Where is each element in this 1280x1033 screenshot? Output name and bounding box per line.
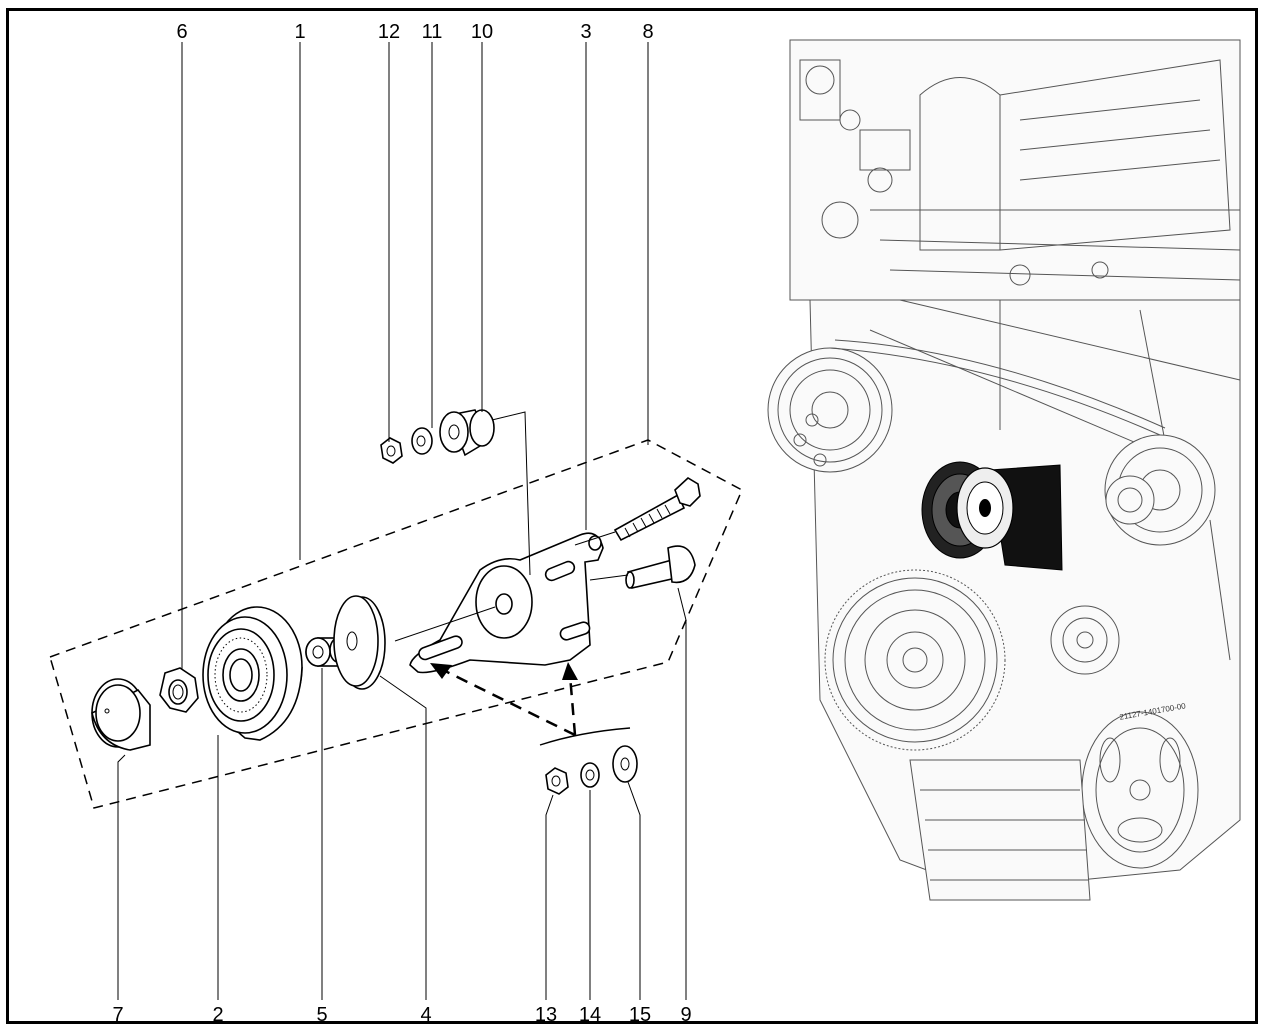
installed-tensioner-highlight — [921, 461, 1063, 571]
callout-1: 1 — [294, 21, 305, 43]
callout-12: 12 — [378, 21, 400, 43]
arrow-to-slot-right — [568, 674, 577, 736]
callout-8: 8 — [642, 21, 653, 43]
part-14-spring-washer — [580, 762, 600, 788]
part-2-tensioner-pulley — [202, 606, 303, 741]
callout-2: 2 — [212, 1004, 223, 1026]
callout-10: 10 — [471, 21, 493, 43]
part-15-flat-washer — [612, 745, 638, 783]
callout-5: 5 — [316, 1004, 327, 1026]
callout-4: 4 — [420, 1004, 431, 1026]
callout-7: 7 — [112, 1004, 123, 1026]
part-3-tensioner-bracket — [409, 532, 604, 674]
callout-3: 3 — [580, 21, 591, 43]
callout-15: 15 — [629, 1004, 651, 1026]
arrow-to-slot-left — [436, 665, 576, 737]
part-4-support-washer — [333, 595, 386, 690]
engine-assembly-illustration: 21127-1401700-00 — [767, 39, 1241, 901]
part-6-pulley-nut — [159, 667, 199, 713]
part-8-long-bolt — [613, 477, 701, 542]
part-11-washer — [411, 427, 433, 455]
part-10-spacer-sleeve — [439, 409, 495, 457]
leader-lines — [117, 42, 687, 1000]
callout-14: 14 — [579, 1004, 601, 1026]
part-13-nut — [545, 767, 569, 795]
callout-11: 11 — [422, 21, 443, 43]
hardware-group-bracket — [539, 727, 631, 746]
callout-9: 9 — [680, 1004, 691, 1026]
part-7-dust-cap — [91, 678, 151, 751]
part-9-short-bolt — [625, 545, 696, 589]
part-12-nut — [380, 437, 403, 464]
callout-6: 6 — [176, 21, 187, 43]
assembly-boundary — [49, 439, 743, 809]
callout-13: 13 — [535, 1004, 557, 1026]
